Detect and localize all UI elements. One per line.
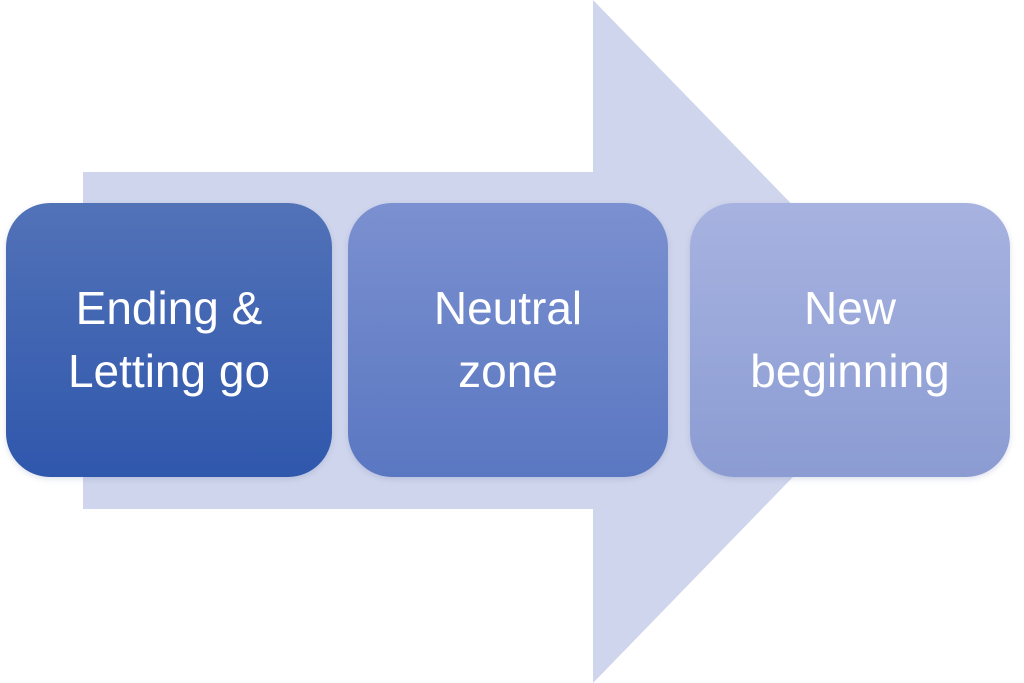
stage-new-beginning: New beginning — [690, 203, 1010, 477]
stage-label-line1: Ending & — [75, 282, 263, 334]
stage-label-line1: New — [803, 282, 897, 334]
stage-ending-letting-go: Ending & Letting go — [6, 203, 332, 477]
stage-label-line2: zone — [458, 345, 558, 397]
stage-label-line1: Neutral — [433, 282, 583, 334]
stage-label-line2: Letting go — [67, 345, 271, 397]
stage-label-line2: beginning — [750, 345, 950, 397]
stage-neutral-zone: Neutral zone — [348, 203, 668, 477]
